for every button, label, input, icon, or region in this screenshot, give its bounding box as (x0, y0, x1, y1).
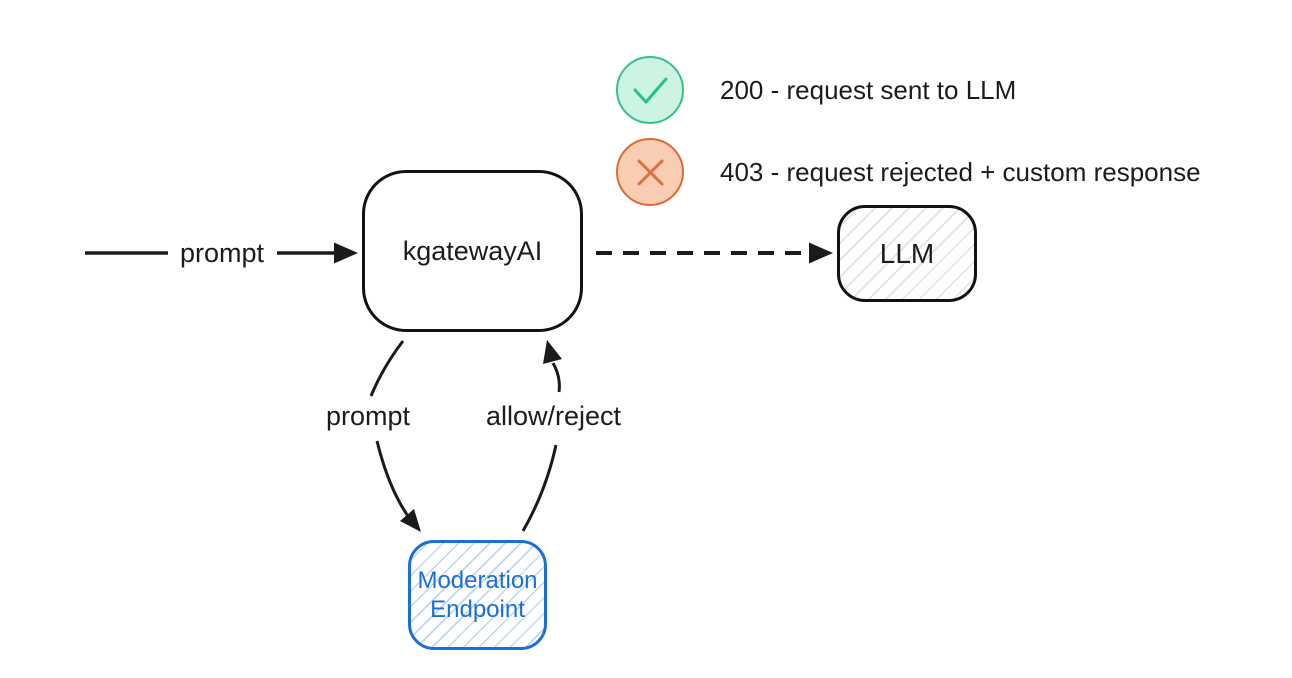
moderation-to-gateway-edge-label: allow/reject (486, 400, 622, 432)
gateway-node-label: kgatewayAI (402, 235, 543, 266)
moderation-node-label-line2: Endpoint (430, 596, 525, 623)
gateway-node: kgatewayAI (362, 170, 583, 332)
x-glyph (637, 159, 664, 186)
checkmark-glyph (633, 77, 668, 104)
moderation-node-label-line1: Moderation (417, 567, 538, 594)
gateway-to-moderation-edge-label: prompt (316, 400, 420, 432)
check-circle-icon (616, 56, 684, 124)
llm-node-label: LLM (879, 237, 935, 269)
moderation-endpoint-node: Moderation Endpoint (408, 540, 547, 650)
moderation-to-gateway-arrow (521, 340, 562, 532)
legend-403-label: 403 - request rejected + custom response (720, 157, 1201, 187)
gateway-to-llm-dashed-arrow (596, 242, 833, 264)
gateway-to-moderation-arrow (369, 340, 421, 532)
incoming-prompt-edge-label: prompt (170, 237, 274, 269)
llm-node: LLM (837, 205, 977, 302)
legend-200-label: 200 - request sent to LLM (720, 75, 1017, 105)
x-circle-icon (616, 138, 684, 206)
